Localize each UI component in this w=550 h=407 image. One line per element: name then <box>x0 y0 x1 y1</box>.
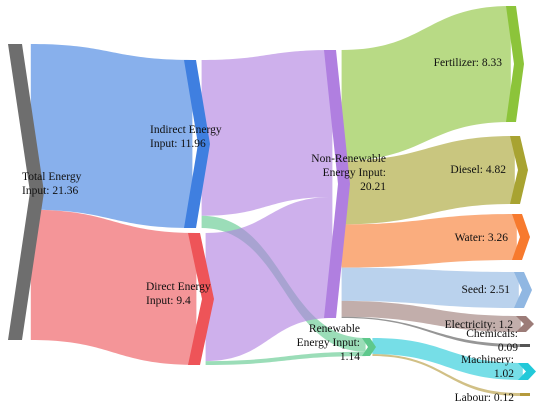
link-nonrenewable-to-fertilizer <box>341 6 511 161</box>
label-line-nonrenewable-0: Non-Renewable <box>311 153 386 165</box>
link-nonrenewable-to-chemicals <box>341 316 520 347</box>
label-line-renewable-1: Energy Input: <box>297 337 360 349</box>
node-diesel <box>510 136 528 204</box>
label-labour: Labour: 0.12 <box>455 392 515 404</box>
sankey-links <box>30 6 523 396</box>
node-electricity <box>516 316 534 332</box>
link-nonrenewable-to-electricity <box>341 300 521 332</box>
label-electricity: Electricity: 1.2 <box>445 319 514 331</box>
node-indirect <box>184 60 210 228</box>
label-line-nonrenewable-1: Energy Input: <box>323 167 386 179</box>
link-direct-to-nonrenewable <box>205 197 333 362</box>
label-line-direct-1: Input: 9.4 <box>146 295 191 307</box>
label-line-seed-0: Seed: 2.51 <box>461 284 510 296</box>
sankey-nodes <box>8 6 536 396</box>
link-nonrenewable-to-water <box>341 214 517 268</box>
link-total-to-indirect <box>30 44 193 228</box>
label-line-renewable-2: 1.14 <box>340 351 360 363</box>
label-line-total-0: Total Energy <box>22 171 82 183</box>
label-line-direct-0: Direct Energy <box>146 281 211 293</box>
link-renewable-to-machinery <box>372 338 523 380</box>
label-line-total-1: Input: 21.36 <box>22 185 78 197</box>
link-nonrenewable-to-diesel <box>341 136 515 225</box>
label-water: Water: 3.26 <box>455 232 509 244</box>
label-chemicals: Chemicals: 0.09 <box>466 328 518 354</box>
label-line-nonrenewable-2: 20.21 <box>360 181 386 193</box>
label-line-machinery-1: 1.02 <box>494 368 514 380</box>
label-line-water-0: Water: 3.26 <box>455 232 509 244</box>
link-nonrenewable-to-seed <box>341 267 519 308</box>
node-total <box>8 44 44 340</box>
node-fertilizer <box>506 6 524 122</box>
label-line-electricity-0: Electricity: 1.2 <box>445 319 514 331</box>
link-renewable-to-labour <box>372 354 520 396</box>
label-line-renewable-0: Renewable <box>309 323 360 335</box>
node-seed <box>514 272 532 308</box>
label-diesel: Diesel: 4.82 <box>450 164 506 176</box>
link-direct-to-renewable <box>205 351 366 365</box>
label-line-machinery-0: Machinery: <box>461 354 514 366</box>
label-seed: Seed: 2.51 <box>461 284 510 296</box>
node-labour <box>520 393 530 396</box>
label-line-diesel-0: Diesel: 4.82 <box>450 164 506 176</box>
node-renewable <box>362 338 376 356</box>
label-line-chemicals-0: Chemicals: <box>466 328 518 340</box>
label-machinery: Machinery: 1.02 <box>461 354 514 380</box>
node-nonrenewable <box>324 50 350 318</box>
label-line-fertilizer-0: Fertilizer: 8.33 <box>434 57 503 69</box>
node-direct <box>188 233 214 365</box>
label-line-indirect-0: Indirect Energy <box>150 124 222 136</box>
label-line-labour-0: Labour: 0.12 <box>455 392 515 404</box>
node-chemicals <box>520 344 530 347</box>
link-total-to-direct <box>30 209 197 365</box>
label-line-chemicals-1: 0.09 <box>498 342 518 354</box>
link-indirect-to-nonrenewable <box>201 50 333 216</box>
node-water <box>512 214 530 260</box>
node-machinery <box>518 363 536 380</box>
label-fertilizer: Fertilizer: 8.33 <box>434 57 503 69</box>
label-line-indirect-1: Input: 11.96 <box>150 138 206 150</box>
